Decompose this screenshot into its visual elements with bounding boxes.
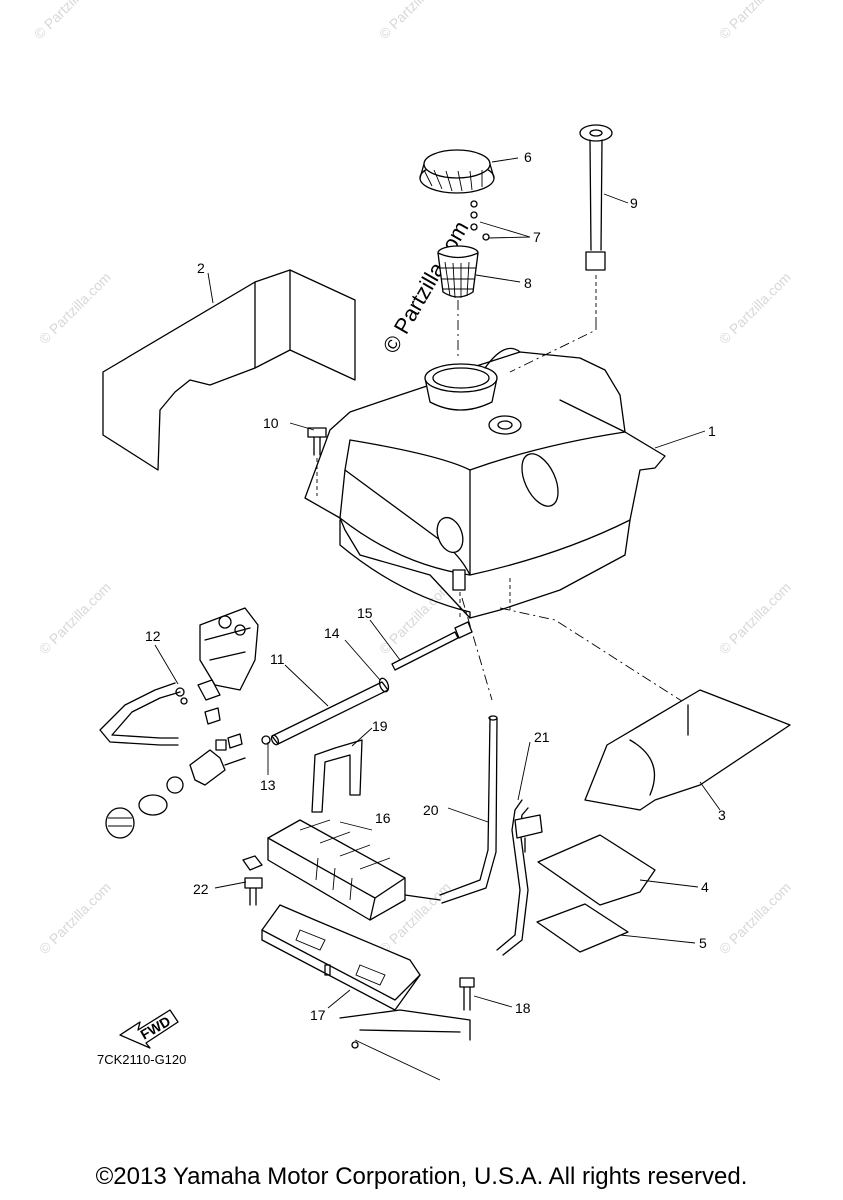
- callout-5: 5: [699, 935, 707, 951]
- callout-10: 10: [263, 415, 279, 431]
- part-2-heat-shield: [102, 269, 356, 471]
- callout-6: 6: [524, 149, 532, 165]
- callout-8: 8: [524, 275, 532, 291]
- callout-14: 14: [324, 625, 340, 641]
- part-17-bracket: [261, 904, 421, 1011]
- leader-lines: [154, 157, 721, 1009]
- part-7-o-rings: [470, 200, 490, 241]
- callout-15: 15: [357, 605, 373, 621]
- frame-section: [339, 1009, 471, 1081]
- callout-13: 13: [260, 777, 276, 793]
- callout-22: 22: [193, 881, 209, 897]
- part-18-bolt: [459, 977, 475, 1011]
- assembly-lines: [457, 300, 689, 706]
- part-9-fuel-gauge-unit: [579, 124, 613, 320]
- callout-21: 21: [534, 729, 550, 745]
- part-15-pipe: [391, 621, 473, 671]
- callout-2: 2: [197, 260, 205, 276]
- part-4-pad: [537, 834, 656, 906]
- callout-17: 17: [310, 1007, 326, 1023]
- part-20-hose: [439, 715, 498, 904]
- copyright-notice: ©2013 Yamaha Motor Corporation, U.S.A. A…: [95, 1163, 748, 1190]
- part-22-bolt: [242, 855, 263, 906]
- part-11-fuel-hose: [270, 681, 389, 746]
- part-13-clip: [261, 735, 271, 745]
- part-6-fuel-cap: [419, 149, 495, 194]
- callout-19: 19: [372, 718, 388, 734]
- watermark-text: © Partzilla.com: [376, 0, 454, 42]
- watermark-text: © Partzilla.com: [31, 0, 109, 42]
- callout-18: 18: [515, 1000, 531, 1016]
- callout-7: 7: [533, 229, 541, 245]
- watermark-text: © Partzilla.com: [716, 579, 794, 657]
- part-12-clamp-hose: [99, 682, 188, 746]
- part-19-band: [311, 739, 363, 813]
- part-1-fuel-tank: [304, 347, 666, 620]
- watermark-text: © Partzilla.com: [716, 0, 794, 42]
- callout-1: 1: [708, 423, 716, 439]
- watermark-text: © Partzilla.com: [36, 269, 114, 347]
- part-16-canister: [267, 819, 441, 921]
- part-21-hose: [496, 799, 543, 956]
- part-10-bolt: [307, 427, 327, 496]
- watermark-text: © Partzilla.com: [36, 879, 114, 957]
- carburetor-assembly: [197, 607, 259, 751]
- part-3-pad: [584, 689, 791, 811]
- diagram-code: 7CK2110-G120: [97, 1052, 187, 1067]
- callout-3: 3: [718, 807, 726, 823]
- callout-4: 4: [701, 879, 709, 895]
- watermark-text: © Partzilla.com: [716, 879, 794, 957]
- callout-9: 9: [630, 195, 638, 211]
- fwd-arrow: FWD: [119, 1009, 179, 1049]
- callout-12: 12: [145, 628, 161, 644]
- watermark-text: © Partzilla.com: [716, 269, 794, 347]
- part-8-strainer: [437, 245, 479, 299]
- part-14-clamp: [378, 677, 390, 693]
- callout-11: 11: [270, 651, 285, 667]
- callout-16: 16: [375, 810, 391, 826]
- fuel-cock: [105, 733, 246, 839]
- watermark-text: © Partzilla.com: [36, 579, 114, 657]
- callout-numbers: 1 2 3 4 5 6 7 8 9 10 11 12 13 14 15 16 1…: [145, 149, 726, 1023]
- part-5-pad: [536, 903, 629, 953]
- callout-20: 20: [423, 802, 439, 818]
